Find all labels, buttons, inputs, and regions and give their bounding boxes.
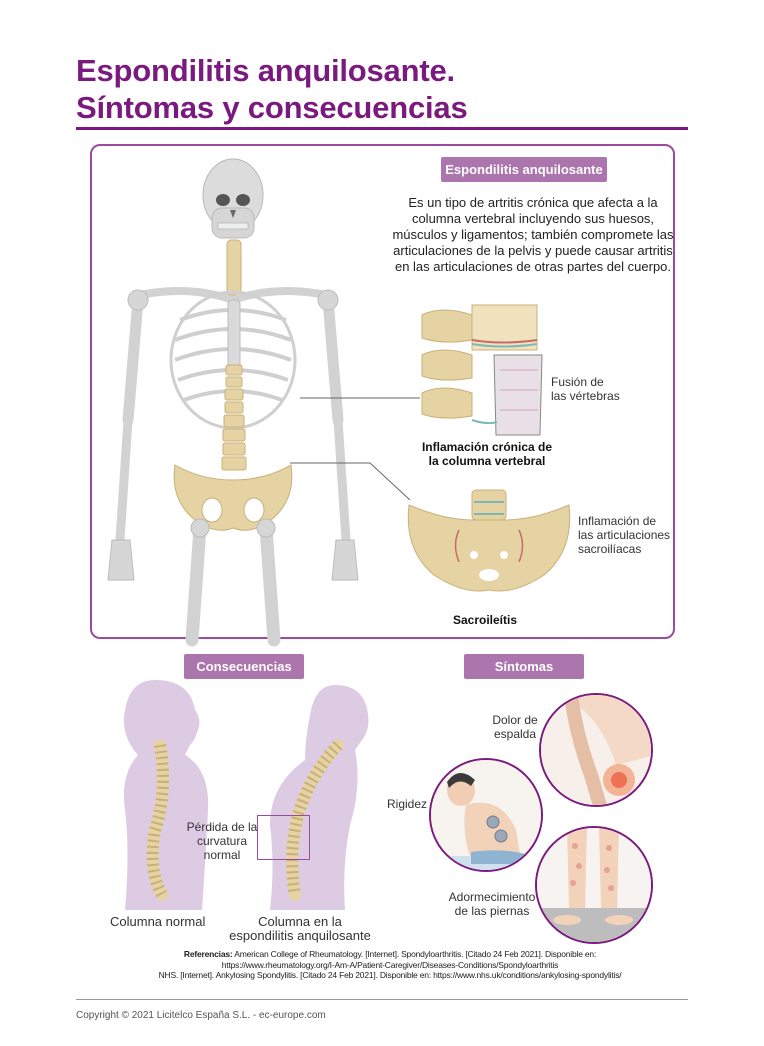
as-spine-caption: Columna en la espondilitis anquilosante: [229, 914, 371, 943]
reference-2: NHS. [Internet]. Ankylosing Spondylitis.…: [158, 970, 622, 980]
leg-numbness-illustration: [535, 826, 653, 944]
title-divider: [76, 127, 688, 130]
spine-inflammation-caption: Inflamación crónica de la columna verteb…: [421, 440, 553, 468]
definition-text: Es un tipo de artritis crónica que afect…: [392, 195, 674, 274]
reference-1-text: American College of Rheumatology. [Inter…: [234, 949, 597, 959]
sacroiliitis-caption: Sacroileítis: [452, 613, 518, 627]
leg-numbness-label: Adormecimiento de las piernas: [448, 890, 536, 918]
consequences-badge: Consecuencias: [184, 654, 304, 679]
references: Referencias: American College of Rheumat…: [100, 949, 680, 981]
sacroiliac-label: Inflamación de las articulaciones sacroi…: [578, 514, 671, 556]
page-title: Espondilitis anquilosante. Síntomas y co…: [76, 52, 468, 126]
title-line-2: Síntomas y consecuencias: [76, 90, 468, 125]
curvature-highlight-box: [257, 815, 310, 860]
stiffness-label: Rigidez: [387, 797, 428, 811]
reference-1-url: https://www.rheumatology.org/I-Am-A/Pati…: [221, 959, 559, 970]
definition-badge: Espondilitis anquilosante: [441, 157, 607, 182]
back-pain-label: Dolor de espalda: [492, 713, 538, 741]
normal-spine-caption: Columna normal: [110, 914, 206, 929]
symptoms-badge: Síntomas: [464, 654, 584, 679]
as-spine-silhouette: [270, 685, 369, 910]
anatomy-panel: [90, 144, 675, 639]
fusion-label: Fusión de las vértebras: [551, 375, 620, 403]
copyright: Copyright © 2021 Licitelco España S.L. -…: [76, 1010, 326, 1021]
back-pain-illustration: [539, 693, 653, 807]
footer-divider: [76, 999, 688, 1000]
normal-spine-silhouette: [123, 680, 209, 910]
references-label: Referencias:: [183, 949, 233, 959]
stiffness-illustration: [429, 758, 543, 872]
skeleton-illustration: [107, 158, 359, 647]
spine-fusion-illustration: [421, 304, 543, 436]
pelvis-sacroiliitis-illustration: [407, 489, 571, 592]
title-line-1: Espondilitis anquilosante.: [76, 53, 455, 88]
curvature-loss-label: Pérdida de la curvatura normal: [186, 820, 258, 862]
